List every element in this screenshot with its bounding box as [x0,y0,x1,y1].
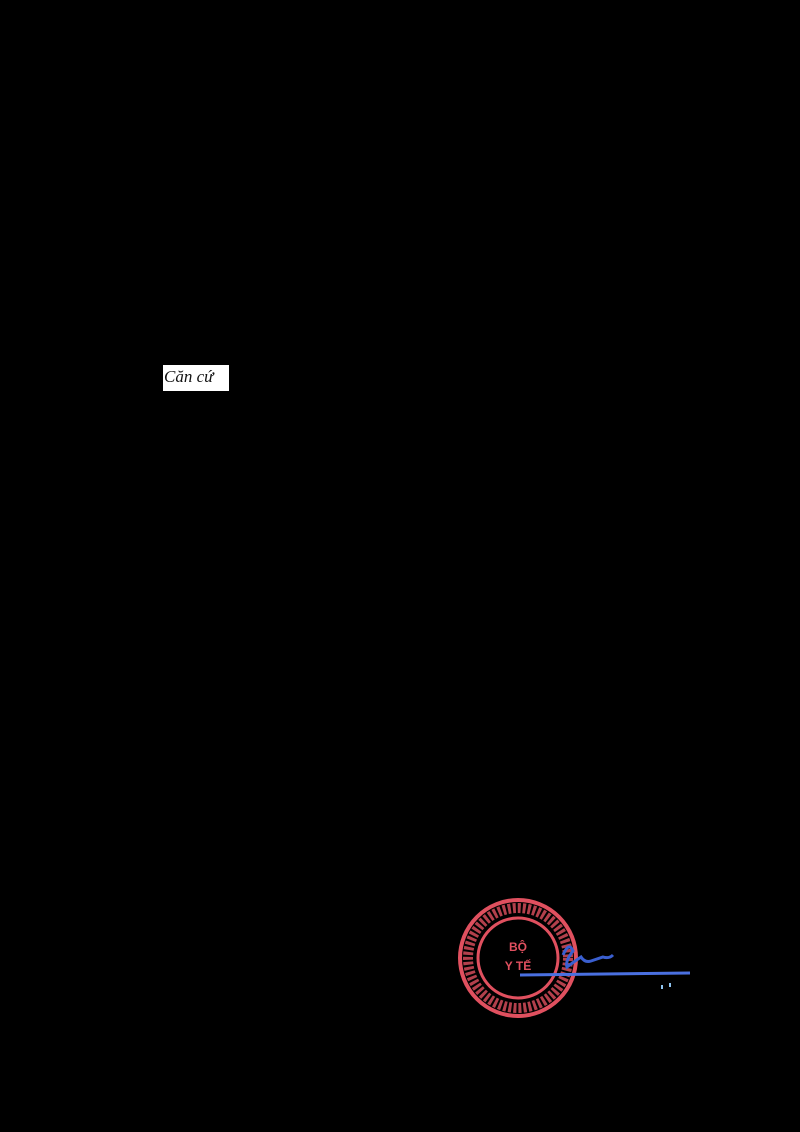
seal-line-2: Y TẾ [505,958,531,973]
seal-line-1: BỘ [509,939,527,954]
signature [519,945,691,989]
text-fragment: Căn cứ [163,365,229,391]
can-cu-text: Căn cứ [164,367,214,386]
